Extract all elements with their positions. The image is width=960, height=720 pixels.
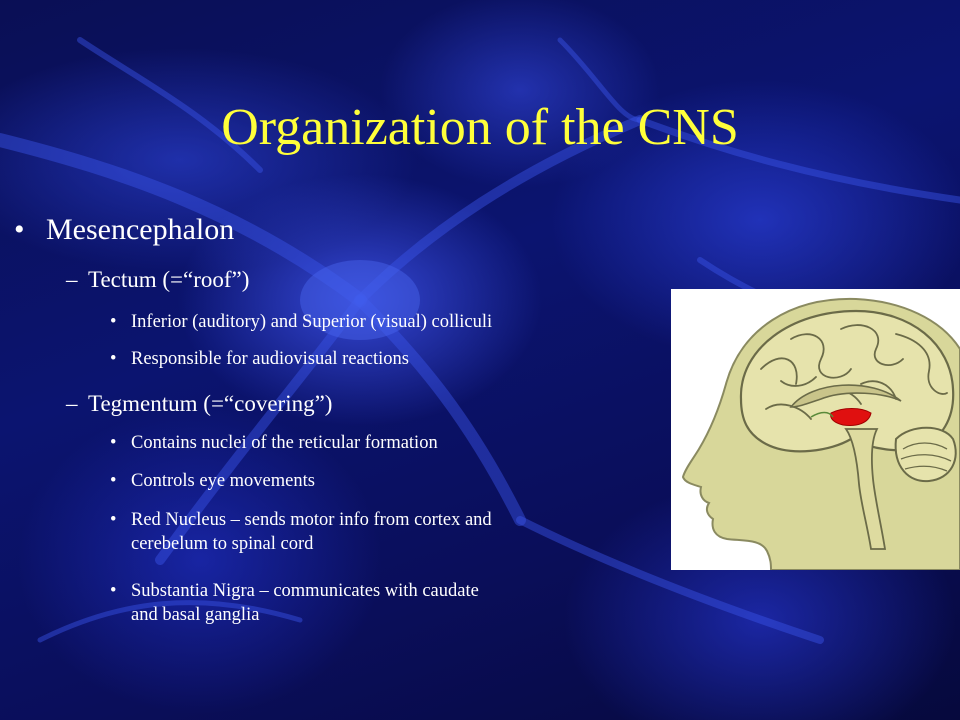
bullet-l3: • xyxy=(110,312,117,332)
dash-tectum: – xyxy=(66,267,78,292)
tegmentum-point-4-line-1: Substantia Nigra – communicates with cau… xyxy=(131,581,479,601)
main-item-mesencephalon: Mesencephalon xyxy=(46,213,235,246)
tegmentum-point-3-line-1: Red Nucleus – sends motor info from cort… xyxy=(131,510,492,530)
tegmentum-heading: Tegmentum (=“covering”) xyxy=(88,391,333,416)
slide-title: Organization of the CNS xyxy=(221,99,739,156)
tectum-point-1: Inferior (auditory) and Superior (visual… xyxy=(131,312,493,332)
dash-tegmentum: – xyxy=(66,391,78,416)
bullet-l1: • xyxy=(14,213,25,246)
tectum-point-2: Responsible for audiovisual reactions xyxy=(131,349,409,369)
brain-sagittal-diagram-icon xyxy=(681,297,960,571)
bullet-l3: • xyxy=(110,433,117,453)
tectum-heading: Tectum (=“roof”) xyxy=(88,267,250,292)
bullet-l3: • xyxy=(110,349,117,369)
tegmentum-point-2: Controls eye movements xyxy=(131,471,315,491)
bullet-l3: • xyxy=(110,471,117,491)
tegmentum-point-3-line-2: cerebelum to spinal cord xyxy=(131,534,314,554)
bullet-l3: • xyxy=(110,581,117,601)
tegmentum-point-4-line-2: and basal ganglia xyxy=(131,605,260,625)
bullet-l3: • xyxy=(110,510,117,530)
tegmentum-point-1: Contains nuclei of the reticular formati… xyxy=(131,433,438,453)
brain-diagram-image xyxy=(671,289,960,571)
